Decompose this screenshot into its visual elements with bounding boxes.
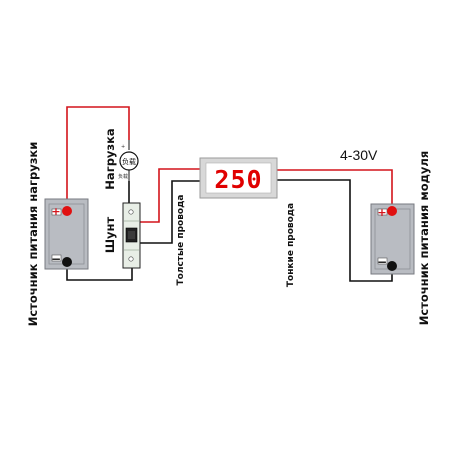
negative-terminal [62,257,72,267]
load-supply-battery: + − [44,198,89,270]
minus-sign: − [51,252,61,266]
black-wire-shunt-display [140,180,202,244]
plus-sign: + [377,206,386,219]
positive-terminal [387,206,397,216]
voltmeter-display: 250 [199,157,278,199]
module-supply-battery: + − [370,203,415,275]
minus-sign: − [377,255,387,269]
load-component: 负载 + 负载 [118,140,139,181]
display-readout: 250 [214,165,262,194]
wires [66,106,393,282]
black-wire-load-return [66,262,133,281]
thick-wires-label: Толстые провода [176,195,186,286]
shunt-component [122,202,141,269]
svg-text:负载: 负载 [118,173,128,180]
svg-text:+: + [121,144,125,150]
red-wire-shunt-display [140,168,202,223]
red-wire-display-module [275,169,393,211]
thin-wires-label: Тонкие провода [286,203,296,287]
svg-text:负载: 负载 [122,157,136,166]
positive-terminal [62,206,72,216]
shunt-label: Шунт [103,217,117,254]
module-supply-label: Источник питания модуля [417,151,431,325]
plus-sign: + [51,205,60,218]
red-wire-load-supply [66,106,130,211]
load-supply-label: Источник питания нагрузки [26,142,40,327]
voltage-range-label: 4-30V [340,147,378,163]
load-label: Нагрузка [103,128,117,189]
negative-terminal [387,261,397,271]
black-wire-display-module [275,179,393,282]
